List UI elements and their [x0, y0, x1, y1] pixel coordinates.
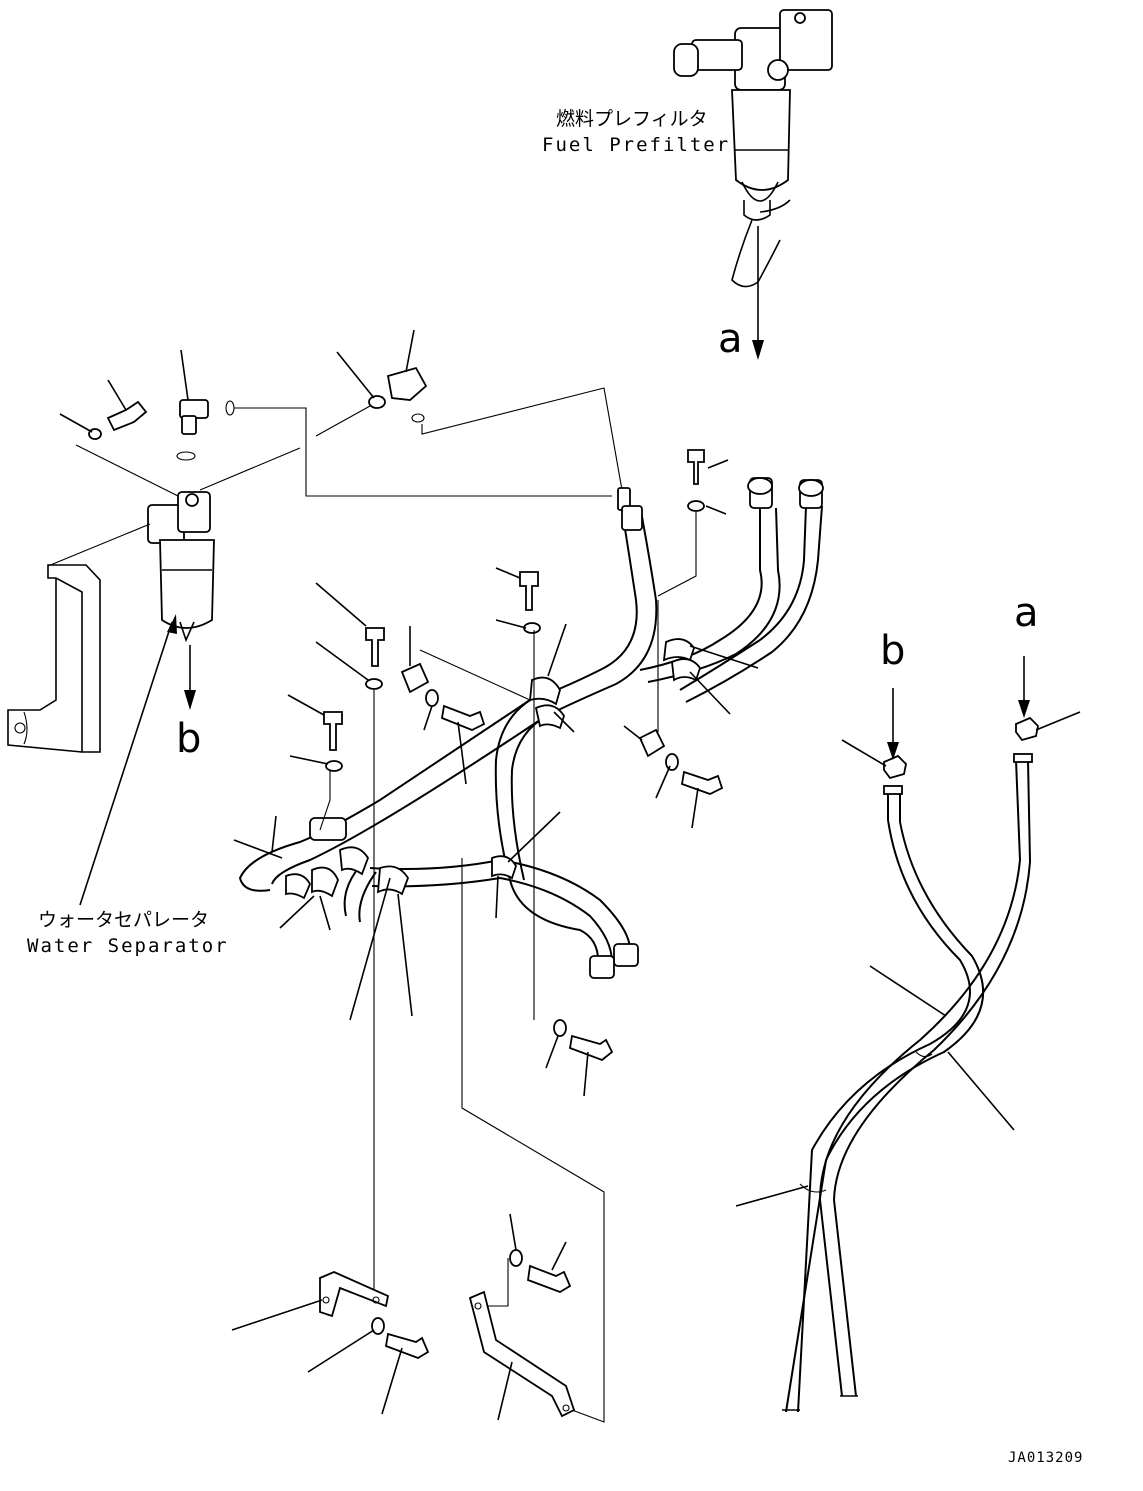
- drawing-number: JA013209: [1008, 1450, 1083, 1466]
- callout-lines: [233, 459, 759, 1097]
- water-separator-leader: [79, 621, 173, 906]
- hose-clamps: [285, 638, 701, 900]
- water-separator-label-jp: ウォータセパレータ: [38, 909, 209, 931]
- arrow-b-right-label: b: [880, 628, 905, 674]
- water-separator-leader-head: [167, 614, 177, 634]
- water-separator: [147, 491, 215, 643]
- right-hose-pair: [782, 716, 1039, 1413]
- middle-brackets-bolts: [323, 449, 724, 1062]
- arrow-a-head: [752, 340, 764, 360]
- routing-lines-lower: [319, 512, 697, 1423]
- arrow-b-right-head: [887, 742, 899, 760]
- arrow-b-head: [184, 690, 196, 710]
- fuel-prefilter-label-jp: 燃料プレフィルタ: [556, 108, 708, 130]
- separator-fittings: [59, 329, 428, 461]
- separator-bracket: [7, 564, 101, 753]
- fuel-prefilter: [673, 9, 833, 288]
- routing-lines: [47, 387, 623, 567]
- bottom-brackets: [231, 1213, 576, 1421]
- water-separator-label-en: Water Separator: [27, 935, 229, 957]
- arrow-a-label: a: [718, 316, 743, 362]
- arrow-b-label: b: [176, 716, 201, 762]
- fuel-prefilter-label-en: Fuel Prefilter: [542, 134, 730, 156]
- arrow-a-right-head: [1018, 700, 1030, 718]
- arrow-a-right-label: a: [1014, 590, 1039, 636]
- right-callouts: [735, 711, 1081, 1207]
- main-hose-assembly: [238, 477, 824, 979]
